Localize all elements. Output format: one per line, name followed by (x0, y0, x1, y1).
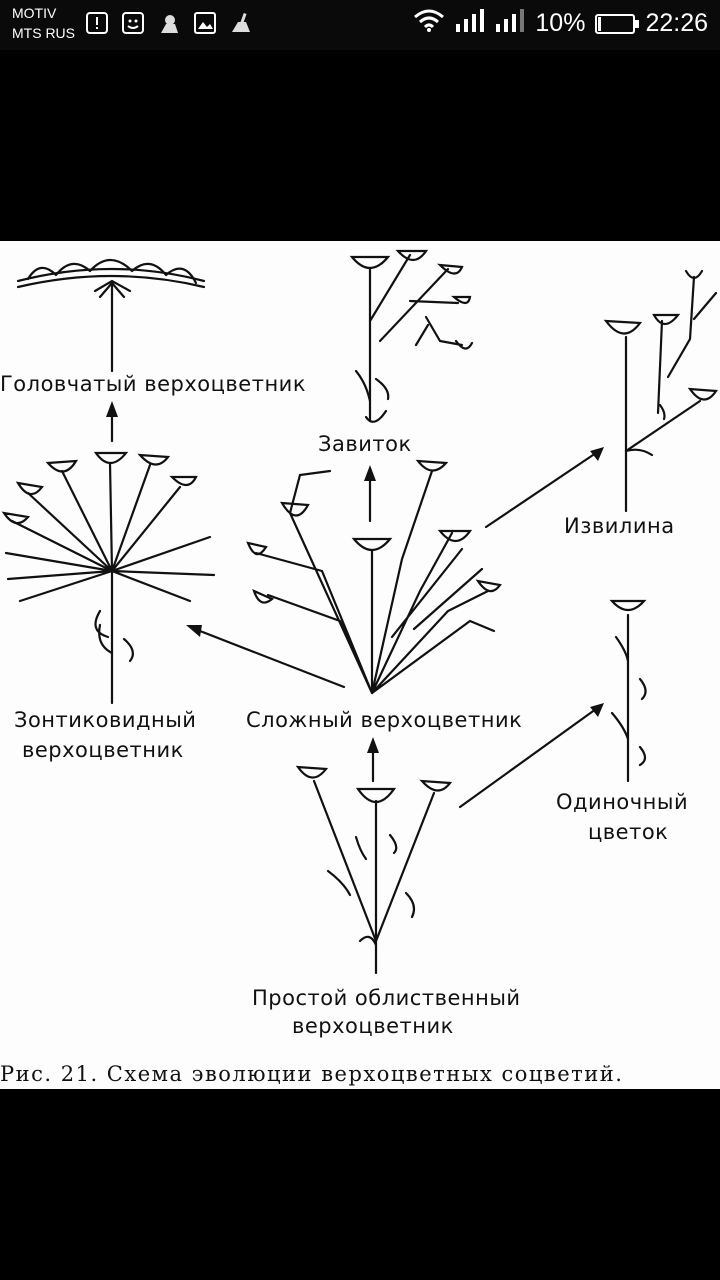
label-single-1: Одиночный (556, 790, 689, 814)
cleaner-icon (158, 12, 180, 34)
signal-icon (455, 8, 485, 39)
sinuous-drawing (603, 269, 718, 513)
umbellate-drawing (1, 451, 216, 705)
label-simple-2: верхоцветник (292, 1014, 454, 1038)
carrier-line-1: MOTIV (12, 5, 57, 21)
carrier-label: MOTIV MTS RUS (12, 3, 75, 43)
label-umbellate-1: Зонтиковидный (14, 708, 197, 732)
single-flower-drawing (609, 599, 647, 783)
image-icon (194, 12, 216, 34)
battery-fill (598, 16, 602, 31)
label-capitate: Головчатый верхоцветник (0, 372, 307, 396)
signal-icon (495, 8, 525, 39)
diagram-drawing (1, 249, 718, 975)
alert-icon (86, 12, 108, 34)
status-bar: MOTIV MTS RUS 10% 22:26 (0, 0, 720, 50)
clock: 22:26 (645, 9, 708, 37)
figure-caption: Рис. 21. Схема эволюции верхоцветных соц… (0, 1062, 624, 1086)
capitate-drawing (16, 258, 206, 373)
broom-icon (230, 12, 252, 34)
label-simple-1: Простой облиственный (252, 986, 521, 1010)
label-umbellate-2: верхоцветник (22, 738, 184, 762)
battery-percent: 10% (535, 9, 586, 37)
cincinnus-drawing (349, 249, 474, 423)
label-sinuous: Извилина (564, 514, 675, 538)
inflorescence-diagram-image[interactable]: Головчатый верхоцветник Завиток Извилина… (0, 241, 720, 1089)
carrier-line-2: MTS RUS (12, 25, 75, 41)
battery-icon (595, 13, 640, 34)
label-single-2: цветок (588, 820, 669, 844)
simple-drawing (295, 765, 453, 975)
system-tray: 10% 22:26 (413, 8, 708, 39)
wifi-icon (413, 8, 445, 39)
label-compound: Сложный верхоцветник (246, 708, 523, 732)
label-cincinnus: Завиток (318, 432, 412, 456)
face-icon (122, 12, 144, 34)
compound-drawing (246, 459, 502, 695)
notification-icons (86, 12, 252, 34)
